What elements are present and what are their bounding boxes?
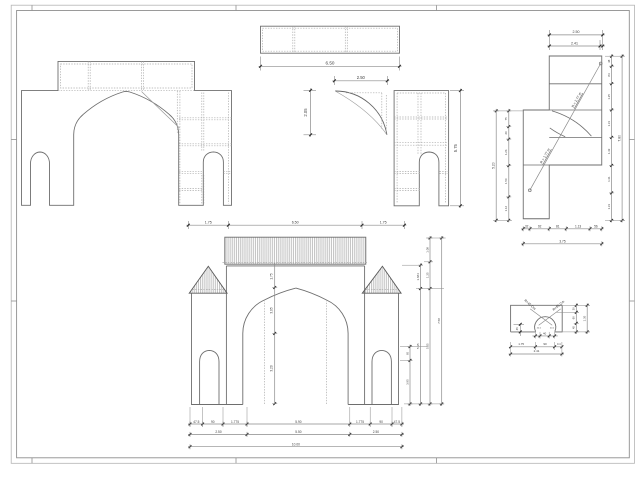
svg-text:60: 60	[572, 316, 576, 319]
svg-text:92: 92	[538, 225, 542, 229]
svg-text:1.33: 1.33	[607, 148, 611, 154]
svg-text:48: 48	[607, 59, 611, 63]
svg-text:2.50: 2.50	[373, 430, 379, 434]
svg-text:10.00: 10.00	[292, 443, 300, 447]
svg-text:5.75: 5.75	[453, 143, 458, 152]
svg-text:75: 75	[504, 117, 508, 121]
svg-text:2.41: 2.41	[571, 41, 578, 45]
svg-text:6.50: 6.50	[292, 220, 299, 224]
svg-text:R = 2.77 m: R = 2.77 m	[571, 92, 583, 109]
svg-text:R = 1.77 m: R = 1.77 m	[539, 148, 551, 165]
svg-text:2.50: 2.50	[573, 30, 580, 34]
svg-text:1.12: 1.12	[504, 205, 508, 211]
svg-text:6.50: 6.50	[326, 61, 335, 66]
svg-text:40: 40	[543, 331, 547, 335]
svg-text:2.41: 2.41	[534, 349, 540, 353]
svg-text:3.75: 3.75	[559, 240, 565, 244]
svg-text:0.4: 0.4	[557, 342, 561, 346]
svg-text:1.35: 1.35	[583, 315, 587, 321]
svg-text:1.75: 1.75	[269, 273, 273, 279]
svg-text:65: 65	[405, 352, 409, 356]
svg-text:32: 32	[525, 225, 529, 229]
svg-text:1.75: 1.75	[205, 220, 212, 224]
svg-text:1.75: 1.75	[380, 220, 387, 224]
svg-text:2.50: 2.50	[215, 430, 221, 434]
svg-text:90: 90	[543, 342, 547, 346]
svg-text:5.50: 5.50	[295, 430, 301, 434]
svg-text:90: 90	[211, 420, 215, 424]
svg-text:2.50: 2.50	[357, 75, 366, 80]
svg-text:47.5: 47.5	[193, 420, 199, 424]
svg-text:3.20: 3.20	[269, 365, 273, 371]
svg-text:60: 60	[504, 131, 508, 135]
svg-text:1.26: 1.26	[504, 149, 508, 155]
svg-text:1.25: 1.25	[425, 272, 429, 278]
svg-text:1.13: 1.13	[575, 225, 581, 229]
svg-text:7.80: 7.80	[618, 135, 622, 142]
svg-text:1.31: 1.31	[607, 176, 611, 182]
svg-text:45: 45	[515, 327, 519, 330]
svg-text:1.75: 1.75	[518, 342, 524, 346]
svg-text:45: 45	[572, 326, 576, 329]
svg-text:1.08: 1.08	[425, 247, 429, 253]
svg-text:1.775: 1.775	[231, 420, 239, 424]
svg-text:1.775: 1.775	[356, 420, 364, 424]
svg-text:1.684: 1.684	[416, 273, 420, 281]
svg-text:1.50: 1.50	[504, 178, 508, 184]
svg-text:47.5: 47.5	[394, 420, 400, 424]
svg-text:20.1: 20.1	[550, 328, 555, 330]
svg-text:2.05: 2.05	[303, 108, 308, 117]
svg-text:5.20: 5.20	[492, 162, 496, 169]
svg-text:30: 30	[572, 307, 576, 310]
svg-text:5.90: 5.90	[295, 420, 301, 424]
svg-text:7.58: 7.58	[437, 318, 441, 324]
svg-text:3.05: 3.05	[269, 307, 273, 313]
svg-text:1.31: 1.31	[607, 204, 611, 210]
svg-text:5.25: 5.25	[425, 343, 429, 349]
svg-text:56: 56	[594, 225, 598, 229]
svg-text:20.1: 20.1	[537, 328, 542, 330]
svg-text:81: 81	[556, 225, 560, 229]
svg-text:3.95: 3.95	[405, 379, 409, 385]
svg-text:1.31: 1.31	[607, 121, 611, 127]
svg-text:5.15: 5.15	[416, 343, 420, 349]
svg-text:1.25: 1.25	[607, 94, 611, 100]
svg-text:84: 84	[607, 73, 611, 77]
svg-text:90: 90	[379, 420, 383, 424]
